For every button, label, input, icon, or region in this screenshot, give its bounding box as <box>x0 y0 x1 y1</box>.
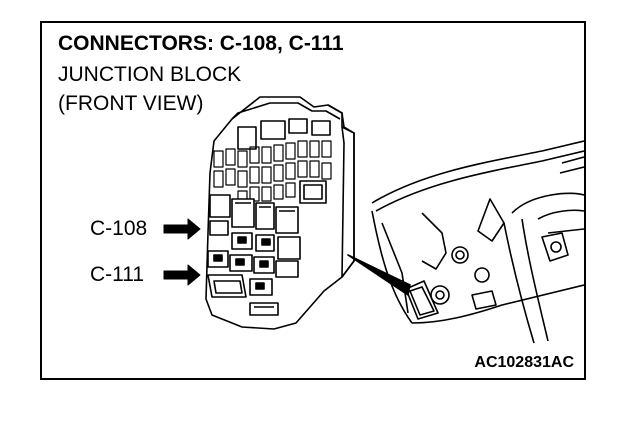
view-label: (FRONT VIEW) <box>58 92 204 115</box>
callout-label-c111: C-111 <box>90 263 145 286</box>
callout-label-c108: C-108 <box>90 217 148 240</box>
component-name: JUNCTION BLOCK <box>58 63 242 86</box>
junction-block-illustration <box>205 96 355 330</box>
arrow-c108 <box>163 218 201 240</box>
dashboard-illustration <box>347 140 584 344</box>
diagram-artwork <box>163 96 584 344</box>
diagram-title: CONNECTORS: C-108, C-111 <box>58 32 344 55</box>
figure-id: AC102831AC <box>474 354 574 371</box>
arrow-c111 <box>163 264 201 286</box>
figure-frame: CONNECTORS: C-108, C-111 JUNCTION BLOCK … <box>40 21 586 380</box>
